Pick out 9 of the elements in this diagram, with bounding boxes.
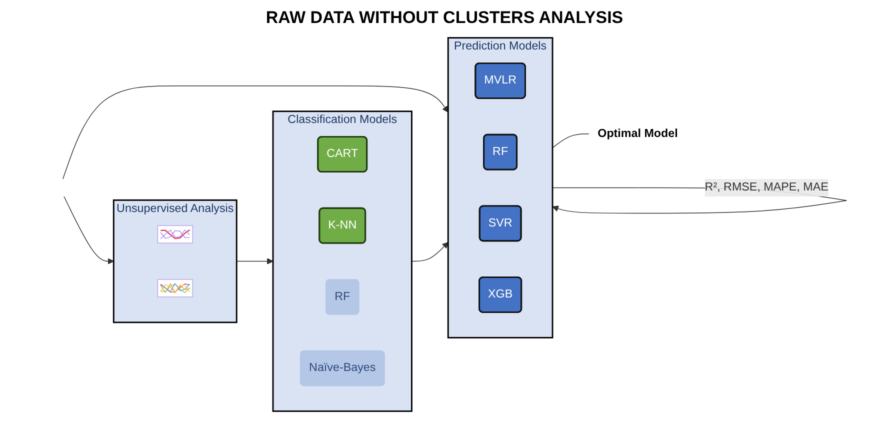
arrow bbox=[411, 242, 448, 262]
cluster: Unsupervised Analysis bbox=[112, 199, 238, 324]
node-text: Optimal Model bbox=[598, 127, 678, 140]
connector bbox=[552, 133, 590, 148]
diagram-title: RAW DATA WITHOUT CLUSTERS ANALYSIS bbox=[264, 8, 624, 28]
arrow bbox=[236, 258, 274, 264]
arrow bbox=[62, 86, 448, 180]
arrow bbox=[64, 196, 114, 264]
edge-label: R², RMSE, MAPE, MAE bbox=[704, 181, 828, 194]
